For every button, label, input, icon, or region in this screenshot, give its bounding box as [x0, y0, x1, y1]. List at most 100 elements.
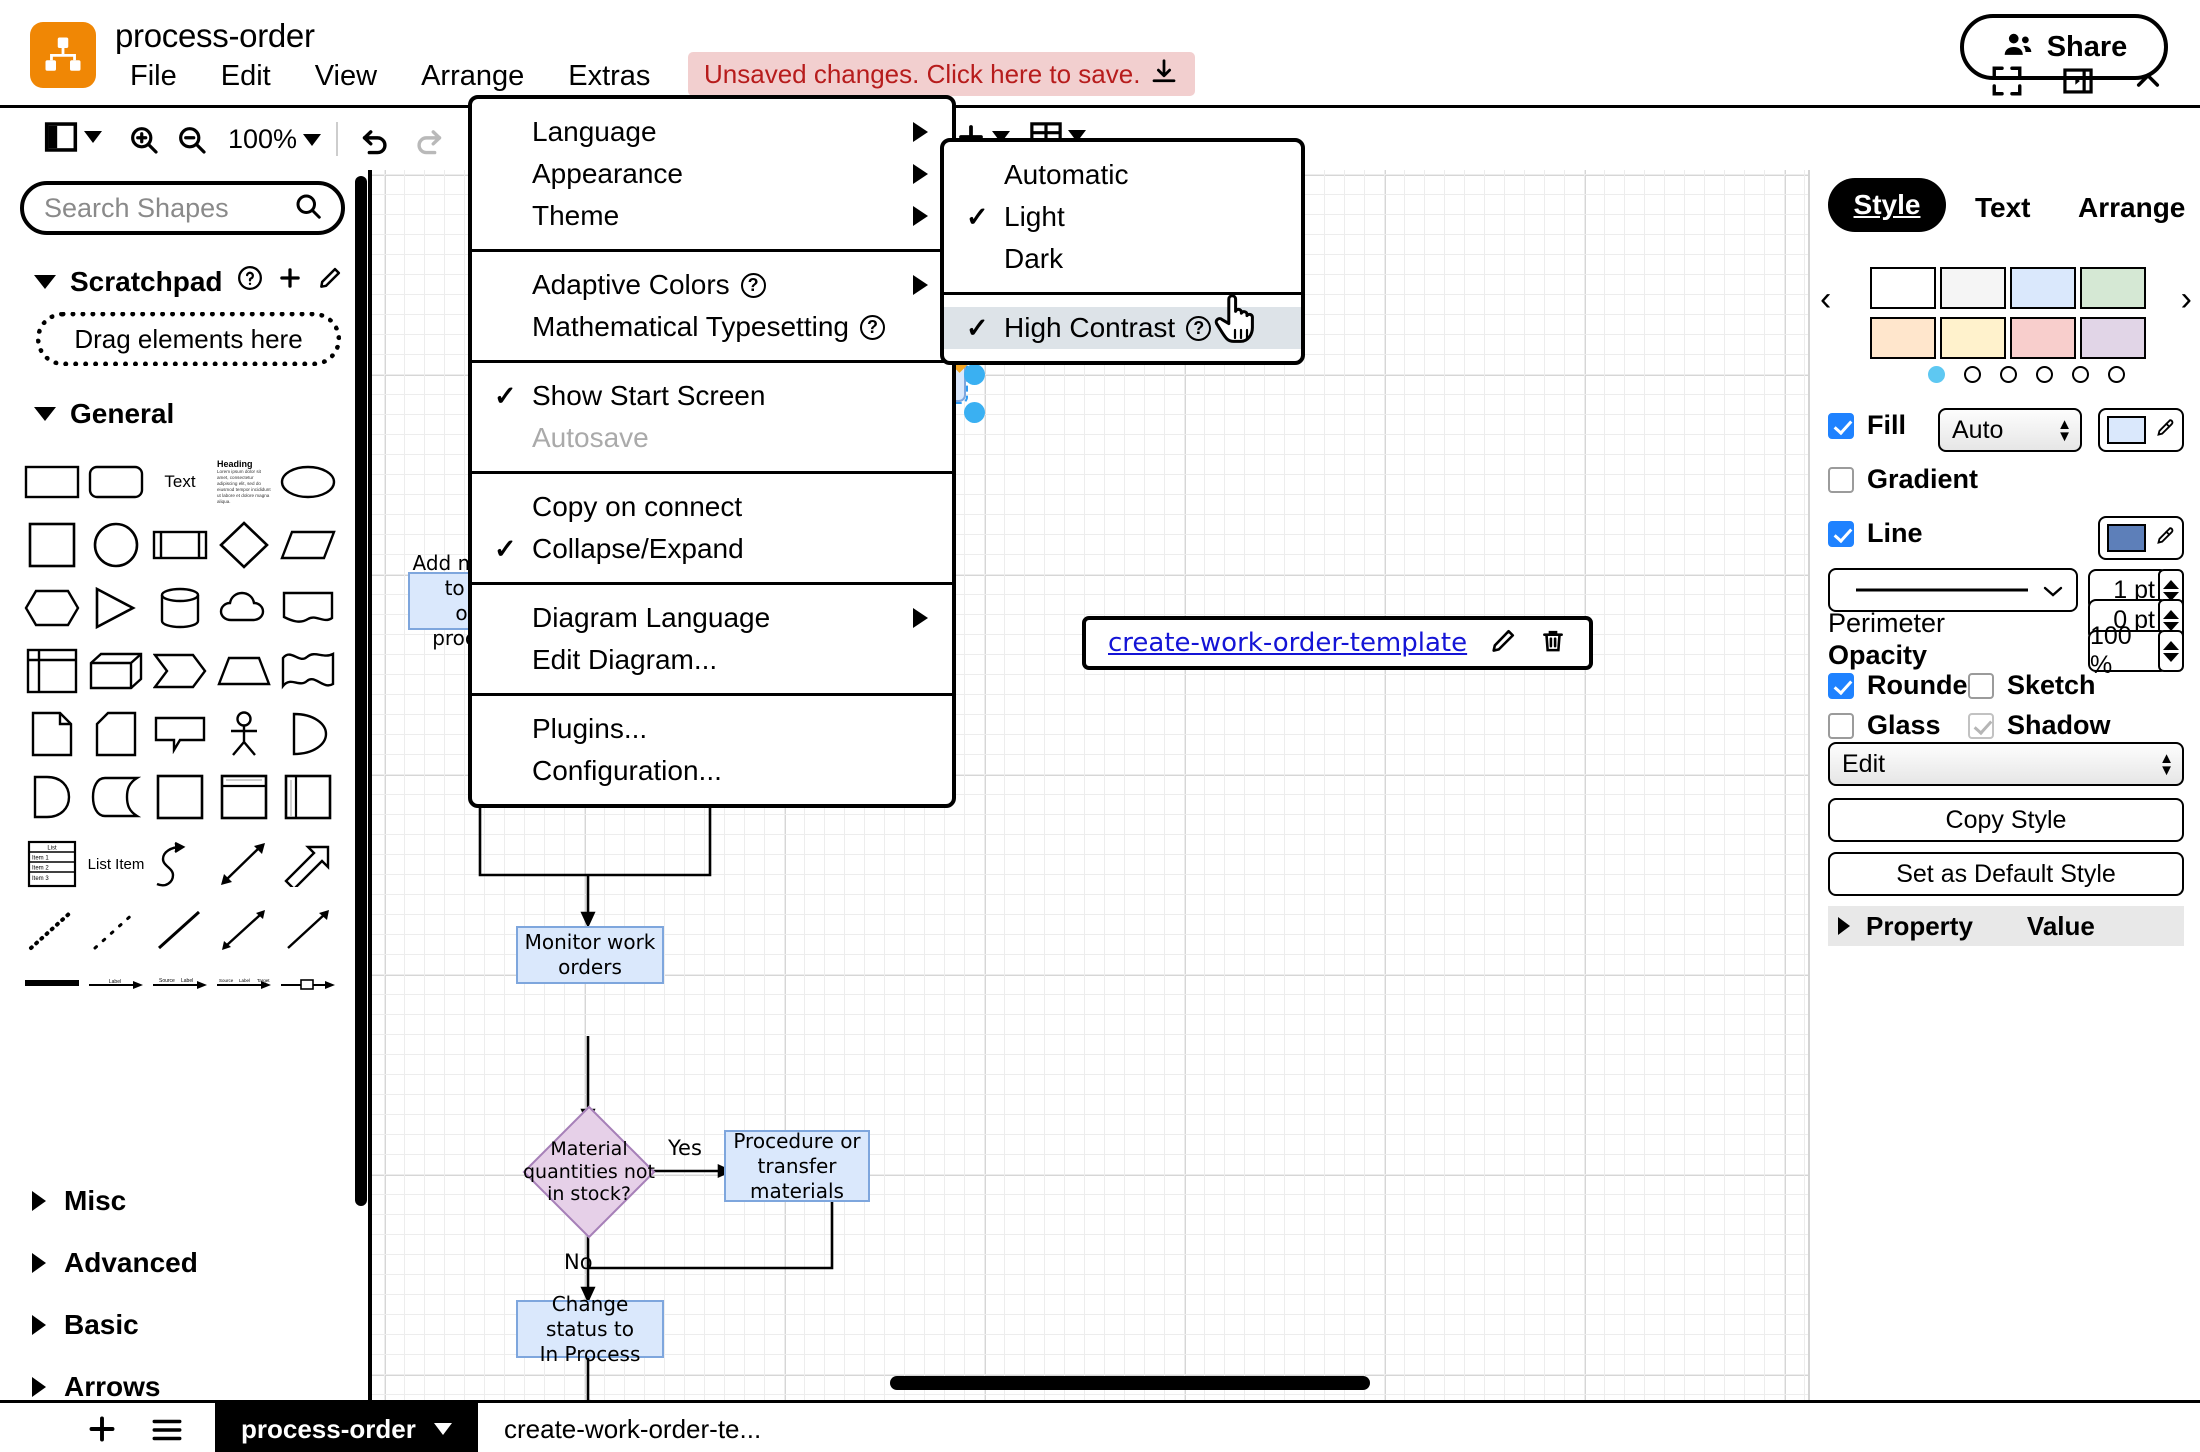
- stepper-up-icon[interactable]: [2163, 609, 2179, 619]
- chevron-right-icon[interactable]: ›: [2180, 280, 2192, 318]
- swatch-page-dot-4[interactable]: [2036, 366, 2053, 383]
- menu-item-diagram-language[interactable]: Diagram Language: [472, 597, 952, 639]
- redo-icon[interactable]: [412, 122, 446, 156]
- stepper-down-icon[interactable]: [2163, 621, 2179, 631]
- swatch-page-dot-6[interactable]: [2108, 366, 2125, 383]
- fullscreen-icon[interactable]: [1990, 64, 2024, 103]
- menu-file[interactable]: File: [130, 60, 177, 92]
- opacity-stepper[interactable]: [2158, 630, 2184, 672]
- menu-item-edit-diagram[interactable]: Edit Diagram...: [472, 639, 952, 681]
- shape-directional-arrow[interactable]: [276, 899, 340, 961]
- swatch-page-dot-2[interactable]: [1964, 366, 1981, 383]
- shape-cloud[interactable]: [212, 577, 276, 639]
- shape-or[interactable]: [276, 703, 340, 765]
- eyedropper-icon[interactable]: [2153, 417, 2175, 444]
- rounded-checkbox[interactable]: [1828, 672, 1854, 699]
- zoom-out-icon[interactable]: [176, 124, 208, 156]
- submenu-item-light[interactable]: ✓ Light: [944, 196, 1301, 238]
- shape-internal-storage[interactable]: [20, 640, 84, 702]
- shape-heading-textbox[interactable]: Heading Lorem ipsum dolor sit amet, cons…: [217, 458, 271, 504]
- shape-hexagon[interactable]: [20, 577, 84, 639]
- fill-mode-select[interactable]: Auto ▲▼: [1938, 408, 2082, 452]
- swatch-page-dot-1[interactable]: [1928, 366, 1945, 383]
- line-style-select[interactable]: [1828, 568, 2078, 612]
- add-page-icon[interactable]: [84, 1411, 120, 1452]
- shape-tape-data[interactable]: [84, 766, 148, 828]
- question-icon[interactable]: ?: [1186, 315, 1212, 341]
- menu-item-appearance[interactable]: Appearance: [472, 153, 952, 195]
- resize-handle-se[interactable]: [964, 402, 985, 423]
- category-misc[interactable]: Misc: [32, 1170, 332, 1232]
- shape-card[interactable]: [84, 703, 148, 765]
- shape-labeled-arrow[interactable]: Label: [84, 952, 148, 1014]
- shape-ellipse[interactable]: [276, 451, 340, 513]
- menu-item-configuration[interactable]: Configuration...: [472, 750, 952, 792]
- pencil-icon[interactable]: [317, 265, 343, 298]
- submenu-item-dark[interactable]: Dark: [944, 238, 1301, 280]
- shape-list[interactable]: List Item 1 Item 2 Item 3: [20, 833, 84, 895]
- opacity-input[interactable]: 100 %: [2088, 622, 2168, 679]
- shape-list-item[interactable]: List Item: [84, 833, 148, 895]
- stepper-up-icon[interactable]: [2163, 640, 2179, 650]
- pencil-icon[interactable]: [1489, 627, 1517, 660]
- menu-item-mathematical-typesetting[interactable]: Mathematical Typesetting ?: [472, 306, 952, 348]
- shape-document[interactable]: [276, 577, 340, 639]
- shape-double-arrow[interactable]: [212, 833, 276, 895]
- menu-extras[interactable]: Extras: [568, 60, 651, 92]
- fill-color-button[interactable]: [2098, 408, 2184, 452]
- trash-icon[interactable]: [1539, 627, 1567, 660]
- swatch-page-dot-5[interactable]: [2072, 366, 2089, 383]
- tab-arrange[interactable]: Arrange: [2078, 192, 2186, 223]
- page-tab-create-work-order-template[interactable]: create-work-order-te...: [478, 1403, 787, 1452]
- shape-note[interactable]: [20, 703, 84, 765]
- swatch-purple[interactable]: [2080, 317, 2146, 359]
- menu-arrange[interactable]: Arrange: [421, 60, 525, 92]
- submenu-item-automatic[interactable]: Automatic: [944, 154, 1301, 196]
- edit-style-select[interactable]: Edit ▲▼: [1828, 742, 2184, 786]
- shape-parallelogram[interactable]: [276, 514, 340, 576]
- add-scratchpad-icon[interactable]: [277, 265, 303, 298]
- shape-dotted-line[interactable]: [20, 899, 84, 961]
- stepper-down-icon[interactable]: [2163, 591, 2179, 601]
- shape-trapezoid[interactable]: [212, 640, 276, 702]
- zoom-in-icon[interactable]: [128, 124, 160, 156]
- scratchpad-header[interactable]: Scratchpad: [34, 265, 362, 298]
- tab-style[interactable]: Style: [1828, 178, 1946, 232]
- menu-item-adaptive-colors[interactable]: Adaptive Colors ?: [472, 264, 952, 306]
- shape-text[interactable]: Text: [148, 451, 212, 513]
- shape-bidirectional-arrow[interactable]: [212, 899, 276, 961]
- shape-tape[interactable]: [276, 640, 340, 702]
- shape-thick-line[interactable]: [20, 952, 84, 1014]
- set-default-style-button[interactable]: Set as Default Style: [1828, 852, 2184, 896]
- swatch-page-dot-3[interactable]: [2000, 366, 2017, 383]
- shape-step[interactable]: [148, 640, 212, 702]
- caret-down-icon[interactable]: [433, 1423, 452, 1435]
- stepper-up-icon[interactable]: [2163, 579, 2179, 589]
- toggle-format-panel-icon[interactable]: [2062, 65, 2094, 102]
- swatch-light-gray[interactable]: [1940, 267, 2006, 309]
- menu-item-collapse-expand[interactable]: ✓ Collapse/Expand: [472, 528, 952, 570]
- node-monitor-work-orders[interactable]: Monitor work orders: [516, 926, 664, 984]
- question-icon[interactable]: [237, 265, 263, 298]
- swatch-orange[interactable]: [1870, 317, 1936, 359]
- shape-solid-line[interactable]: [148, 899, 212, 961]
- menu-item-theme[interactable]: Theme: [472, 195, 952, 237]
- hamburger-icon[interactable]: [150, 1415, 184, 1450]
- line-color-button[interactable]: [2098, 516, 2184, 560]
- menu-edit[interactable]: Edit: [220, 60, 271, 92]
- category-basic[interactable]: Basic: [32, 1294, 332, 1356]
- resize-handle-e[interactable]: [964, 364, 985, 385]
- chevron-left-icon[interactable]: ‹: [1820, 280, 1832, 318]
- menu-item-copy-on-connect[interactable]: Copy on connect: [472, 486, 952, 528]
- shape-rectangle[interactable]: [20, 451, 84, 513]
- shape-rounded-rectangle[interactable]: [84, 451, 148, 513]
- shape-horizontal-container[interactable]: [276, 766, 340, 828]
- swatch-red[interactable]: [2010, 317, 2076, 359]
- shape-delay[interactable]: [20, 766, 84, 828]
- copy-style-button[interactable]: Copy Style: [1828, 798, 2184, 842]
- swatch-green[interactable]: [2080, 267, 2146, 309]
- scratchpad-dropzone[interactable]: Drag elements here: [36, 312, 341, 366]
- shape-actor[interactable]: [212, 703, 276, 765]
